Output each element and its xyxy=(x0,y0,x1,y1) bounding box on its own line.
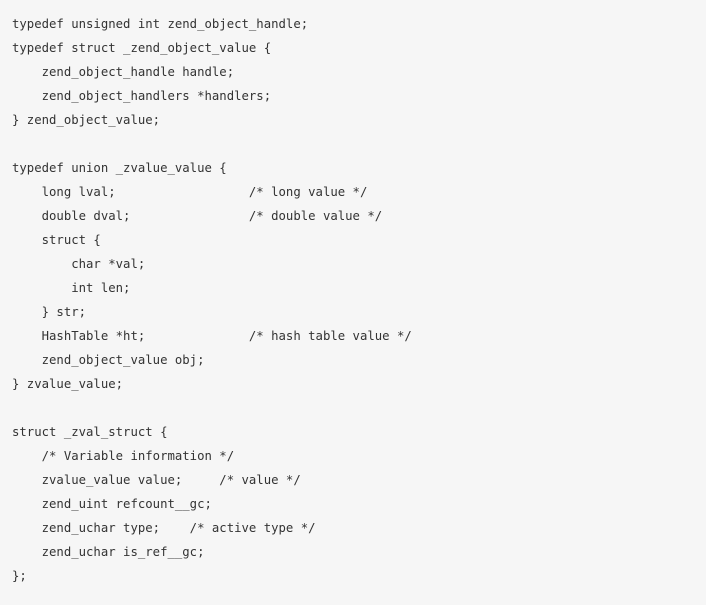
code-line: struct _zval_struct { xyxy=(12,425,168,439)
code-line: typedef struct _zend_object_value { xyxy=(12,41,272,55)
code-line: typedef unsigned int zend_object_handle; xyxy=(12,17,309,31)
code-line: } zend_object_value; xyxy=(12,113,161,127)
code-line xyxy=(12,132,706,156)
code-line: double dval; /* double value */ xyxy=(12,209,383,223)
code-line: /* Variable information */ xyxy=(12,449,235,463)
code-line: long lval; /* long value */ xyxy=(12,185,368,199)
code-line: char *val; xyxy=(12,257,146,271)
code-line: } str; xyxy=(12,305,87,319)
code-line: } zvalue_value; xyxy=(12,377,124,391)
code-line: int len; xyxy=(12,281,131,295)
code-line: zend_object_value obj; xyxy=(12,353,205,367)
code-line xyxy=(12,396,706,420)
code-line: zend_object_handle handle; xyxy=(12,65,235,79)
code-listing: typedef unsigned int zend_object_handle;… xyxy=(12,12,706,588)
code-line: struct { xyxy=(12,233,101,247)
code-line: HashTable *ht; /* hash table value */ xyxy=(12,329,412,343)
code-line: zend_uchar is_ref__gc; xyxy=(12,545,205,559)
code-line: zend_uint refcount__gc; xyxy=(12,497,212,511)
code-line: typedef union _zvalue_value { xyxy=(12,161,227,175)
code-line: zend_uchar type; /* active type */ xyxy=(12,521,316,535)
code-line: }; xyxy=(12,569,27,583)
code-line: zvalue_value value; /* value */ xyxy=(12,473,301,487)
code-line: zend_object_handlers *handlers; xyxy=(12,89,272,103)
